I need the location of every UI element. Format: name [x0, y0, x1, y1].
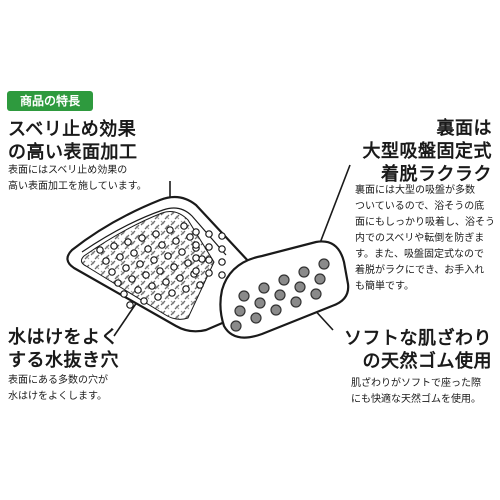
drain-hole-icon: [192, 267, 200, 275]
suction-cup-icon: [250, 312, 262, 324]
drain-hole-icon: [140, 297, 148, 305]
drain-hole-icon: [156, 267, 164, 275]
suction-cup-icon: [310, 288, 322, 300]
drain-hole-icon: [116, 253, 124, 261]
drain-hole-icon: [218, 258, 226, 266]
drain-hole-icon: [134, 286, 142, 294]
drain-hole-icon: [122, 264, 130, 272]
drain-hole-icon: [114, 279, 122, 287]
feature3-title: 水はけをよく する水抜き穴: [8, 327, 119, 371]
drain-hole-icon: [205, 269, 213, 277]
drain-hole-icon: [166, 226, 174, 234]
drain-hole-icon: [138, 234, 146, 242]
drain-hole-icon: [130, 249, 138, 257]
drain-hole-icon: [110, 242, 118, 250]
drain-hole-icon: [148, 282, 156, 290]
suction-cup-icon: [314, 273, 326, 285]
features-badge: 商品の特長: [7, 91, 93, 111]
suction-cup-icon: [274, 289, 286, 301]
feature1-title: スベリ止め効果 の高い表面加工: [8, 119, 138, 163]
drain-hole-icon: [192, 228, 200, 236]
feature4-desc: 肌ざわりがソフトで座った際 にも快適な天然ゴムを使用。: [351, 378, 481, 405]
drain-hole-icon: [120, 290, 128, 298]
drain-hole-icon: [108, 268, 116, 276]
drain-hole-icon: [126, 301, 134, 309]
drain-hole-icon: [102, 257, 110, 265]
drain-hole-icon: [136, 260, 144, 268]
suction-cup-icon: [278, 274, 290, 286]
suction-cup-icon: [298, 266, 310, 278]
drain-hole-icon: [182, 285, 190, 293]
suction-cup-icon: [318, 258, 330, 270]
suction-cup-icon: [234, 305, 246, 317]
drain-hole-icon: [180, 222, 188, 230]
drain-hole-icon: [124, 238, 132, 246]
suction-panel: [219, 240, 350, 339]
drain-hole-icon: [128, 275, 136, 283]
drain-hole-icon: [96, 222, 206, 309]
drain-hole-icon: [170, 263, 178, 271]
suction-cup-icon: [230, 320, 242, 332]
suction-cup-icon: [230, 258, 330, 332]
drain-hole-icon: [192, 254, 200, 262]
feature2-title: 裏面は 大型吸盤固定式 着脱ラクラク: [362, 118, 492, 185]
drain-hole-icon: [176, 274, 184, 282]
drain-hole-icon: [150, 256, 158, 264]
drain-hole-icon: [218, 245, 226, 253]
drain-hole-icon: [218, 271, 226, 279]
drain-hole-icon: [192, 228, 226, 279]
feature1-desc: 表面にはスベリ止め効果の 高い表面加工を施しています。: [8, 165, 147, 192]
feature4-title: ソフトな肌ざわり の天然ゴム使用: [344, 328, 492, 372]
drain-hole-icon: [198, 255, 206, 263]
suction-cup-icon: [270, 304, 282, 316]
drain-hole-icon: [184, 259, 192, 267]
suction-cup-icon: [294, 281, 306, 293]
feature2-desc: 裏面には大型の吸盤が多数 ついているので、浴そうの底 面にもしっかり吸着し、浴そ…: [355, 185, 495, 292]
drain-hole-icon: [154, 293, 162, 301]
drain-hole-icon: [192, 241, 200, 249]
suction-cup-icon: [258, 282, 270, 294]
drain-hole-icon: [142, 271, 150, 279]
suction-cup-icon: [254, 297, 266, 309]
drain-hole-icon: [96, 246, 104, 254]
drain-hole-icon: [186, 233, 194, 241]
drain-hole-icon: [168, 289, 176, 297]
drain-hole-icon: [218, 232, 226, 240]
drain-hole-icon: [205, 230, 213, 238]
drain-hole-icon: [205, 256, 213, 264]
suction-cup-icon: [290, 296, 302, 308]
drain-hole-icon: [196, 281, 204, 289]
drain-hole-icon: [178, 248, 186, 256]
drain-hole-icon: [144, 245, 152, 253]
feature3-desc: 表面にある多数の穴が 水はけをよくします。: [8, 375, 108, 402]
drain-hole-icon: [158, 241, 166, 249]
drain-hole-icon: [162, 278, 170, 286]
drain-hole-icon: [152, 230, 160, 238]
drain-hole-icon: [205, 243, 213, 251]
drain-hole-icon: [172, 237, 180, 245]
drain-hole-icon: [164, 252, 172, 260]
suction-cup-icon: [238, 290, 250, 302]
textured-surface: [80, 211, 215, 320]
